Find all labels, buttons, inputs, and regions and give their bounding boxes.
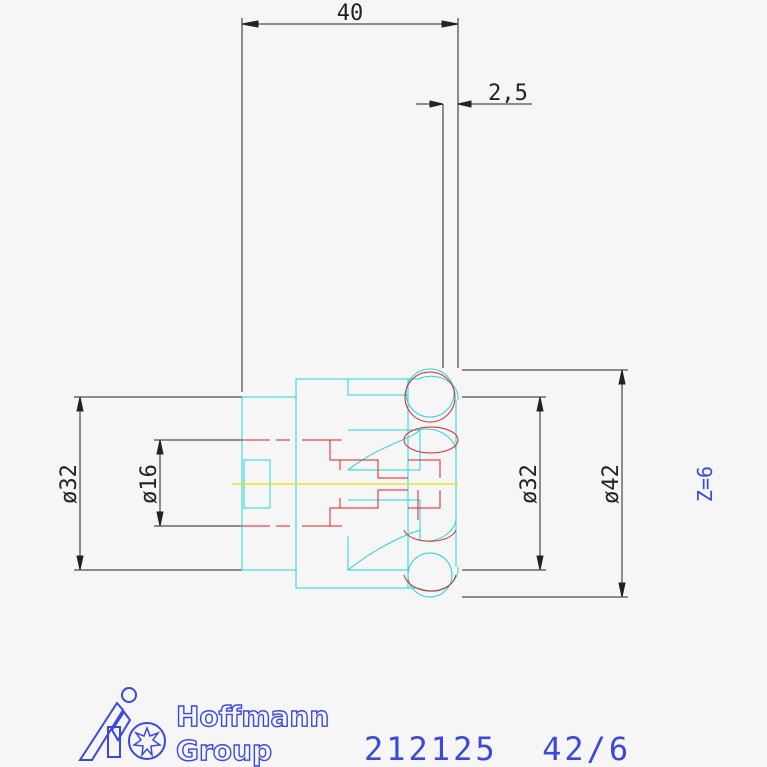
teeth-count-note: Z=6 <box>693 466 717 502</box>
dim-left-outer <box>74 396 242 571</box>
part-number: 212125 42/6 <box>364 730 631 767</box>
logo-brand-line2: Group <box>176 734 272 767</box>
dim-right-inner <box>462 396 546 571</box>
dim-label-right-inner: ø32 <box>517 464 542 504</box>
dim-offset-2-5 <box>416 100 532 368</box>
logo-figure-icon <box>78 701 125 761</box>
hoffmann-logo: Hoffmann Group <box>78 687 330 767</box>
dim-label-40: 40 <box>337 1 364 26</box>
dim-label-2-5: 2,5 <box>488 81 528 106</box>
dim-label-right-outer: ø42 <box>599 464 624 504</box>
dim-label-left-outer: ø32 <box>57 464 82 504</box>
cutter-hidden-lines <box>242 371 459 592</box>
dim-label-left-inner: ø16 <box>137 464 162 504</box>
logo-brand-line1: Hoffmann <box>176 700 329 733</box>
dim-left-inner <box>154 439 242 527</box>
dim-width-40 <box>241 18 459 392</box>
dim-right-outer <box>462 369 628 598</box>
cutter-outline <box>241 368 459 598</box>
logo-head-icon <box>121 687 137 703</box>
logo-gear-icon <box>128 722 166 760</box>
